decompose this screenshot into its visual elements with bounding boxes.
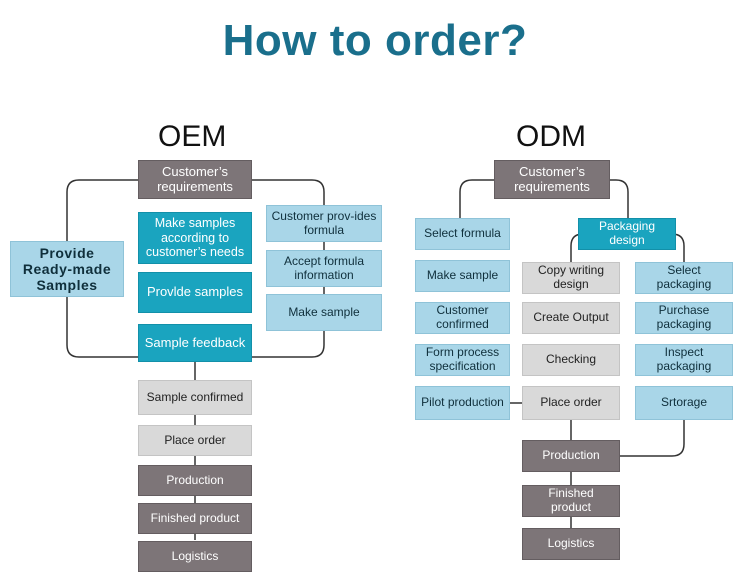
odm-checking: Checking xyxy=(522,344,620,376)
oem-customer-provides-formula: Customer prov-ides formula xyxy=(266,205,382,242)
oem-place-order: Place order xyxy=(138,425,252,456)
oem-provide-ready-made-samples: Provide Ready-made Samples xyxy=(10,241,124,297)
odm-select-formula: Select formula xyxy=(415,218,510,250)
oem-logistics: Logistics xyxy=(138,541,252,572)
odm-packaging-design: Packaging design xyxy=(578,218,676,250)
odm-finished-product: Finished product xyxy=(522,485,620,517)
odm-purchase-packaging: Purchase packaging xyxy=(635,302,733,334)
odm-make-sample: Make sample xyxy=(415,260,510,292)
odm-create-output: Create Output xyxy=(522,302,620,334)
odm-select-packaging: Select packaging xyxy=(635,262,733,294)
oem-sample-feedback: Sample feedback xyxy=(138,324,252,362)
odm-customers-requirements: Customer’s requirements xyxy=(494,160,610,199)
oem-finished-product: Finished product xyxy=(138,503,252,534)
odm-production: Production xyxy=(522,440,620,472)
oem-heading: OEM xyxy=(158,120,227,153)
odm-right-connector xyxy=(610,179,629,218)
odm-left-connector xyxy=(459,179,494,218)
oem-sample-confirmed: Sample confirmed xyxy=(138,380,252,415)
odm-customer-confirmed: Customer confirmed xyxy=(415,302,510,334)
odm-form-process-specification: Form process specification xyxy=(415,344,510,376)
oem-make-samples-according: Make samples according to customer’s nee… xyxy=(138,212,252,264)
oem-accept-formula-information: Accept formula information xyxy=(266,250,382,287)
odm-copy-writing-design: Copy writing design xyxy=(522,262,620,294)
odm-heading: ODM xyxy=(516,120,586,153)
oem-production: Production xyxy=(138,465,252,496)
odm-inspect-packaging: Inspect packaging xyxy=(635,344,733,376)
oem-provide-samples: Provlde samples xyxy=(138,272,252,313)
odm-pilot-production: Pilot production xyxy=(415,386,510,420)
odm-logistics: Logistics xyxy=(522,528,620,560)
oem-customers-requirements: Customer’s requirements xyxy=(138,160,252,199)
odm-place-order: Place order xyxy=(522,386,620,420)
odm-storage-to-production xyxy=(620,420,685,457)
page-title: How to order? xyxy=(222,16,528,65)
oem-make-sample: Make sample xyxy=(266,294,382,331)
odm-storage: Srtorage xyxy=(635,386,733,420)
